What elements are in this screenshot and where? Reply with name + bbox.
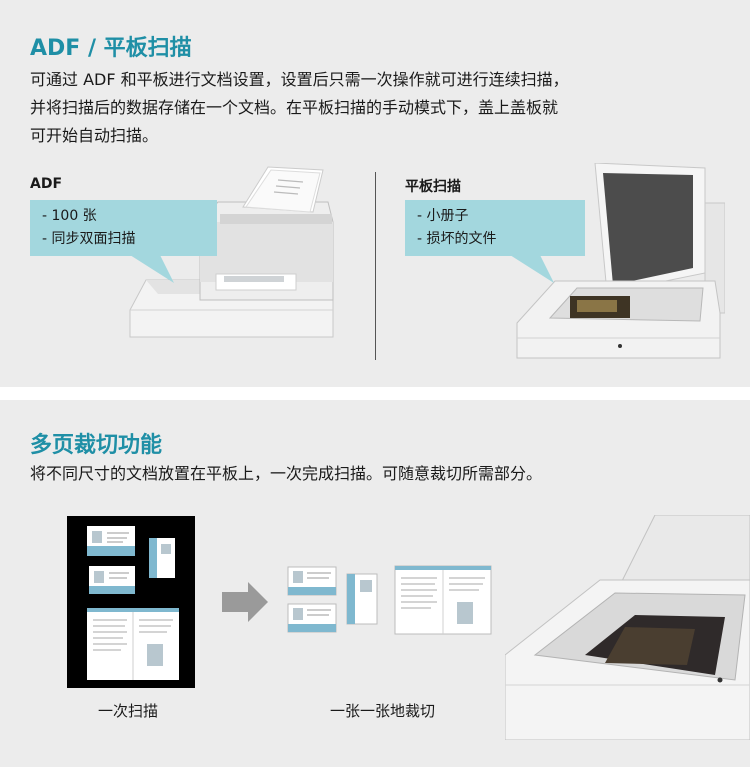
- adf-feature-callout: - 100 张 - 同步双面扫描: [30, 200, 217, 256]
- adf-scanner-illustration: [129, 166, 334, 338]
- flatbed-scanner-illustration: [516, 163, 725, 359]
- adf-feature-item: - 同步双面扫描: [42, 231, 136, 247]
- flatbed-feature-item: - 损坏的文件: [417, 231, 497, 247]
- multi-crop-section: 多页裁切功能 将不同尺寸的文档放置在平板上，一次完成扫描。可随意裁切所需部分。: [0, 400, 750, 767]
- caption-one-by-one-crop: 一张一张地裁切: [330, 702, 436, 720]
- section-divider: [375, 172, 376, 360]
- section-description-multi-crop: 将不同尺寸的文档放置在平板上，一次完成扫描。可随意裁切所需部分。: [30, 464, 543, 483]
- caption-single-scan: 一次扫描: [98, 702, 159, 720]
- flatbed-label: 平板扫描: [405, 179, 461, 195]
- description-line: 可通过 ADF 和平板进行文档设置，设置后只需一次操作就可进行连续扫描，: [30, 70, 569, 89]
- right-arrow-icon: [222, 582, 268, 622]
- flatbed-callout-tail: [510, 255, 554, 283]
- flatbed-feature-item: - 小册子: [417, 208, 469, 224]
- flatbed-feature-callout: - 小册子 - 损坏的文件: [405, 200, 585, 256]
- section-description-adf-flatbed: 可通过 ADF 和平板进行文档设置，设置后只需一次操作就可进行连续扫描， 并将扫…: [30, 66, 569, 150]
- flatbed-closeup-illustration: [505, 515, 750, 740]
- description-line: 并将扫描后的数据存储在一个文档。在平板扫描的手动模式下，盖上盖板就: [30, 98, 559, 117]
- adf-callout-tail: [130, 255, 174, 283]
- section-title-adf-flatbed: ADF / 平板扫描: [30, 36, 192, 61]
- section-title-multi-crop: 多页裁切功能: [30, 433, 163, 458]
- adf-label: ADF: [30, 176, 63, 192]
- description-line: 可开始自动扫描。: [30, 126, 159, 145]
- cropped-documents-image: [287, 565, 492, 635]
- adf-flatbed-section: ADF / 平板扫描 可通过 ADF 和平板进行文档设置，设置后只需一次操作就可…: [0, 0, 750, 387]
- single-scan-result-image: [67, 516, 195, 688]
- adf-feature-item: - 100 张: [42, 208, 97, 224]
